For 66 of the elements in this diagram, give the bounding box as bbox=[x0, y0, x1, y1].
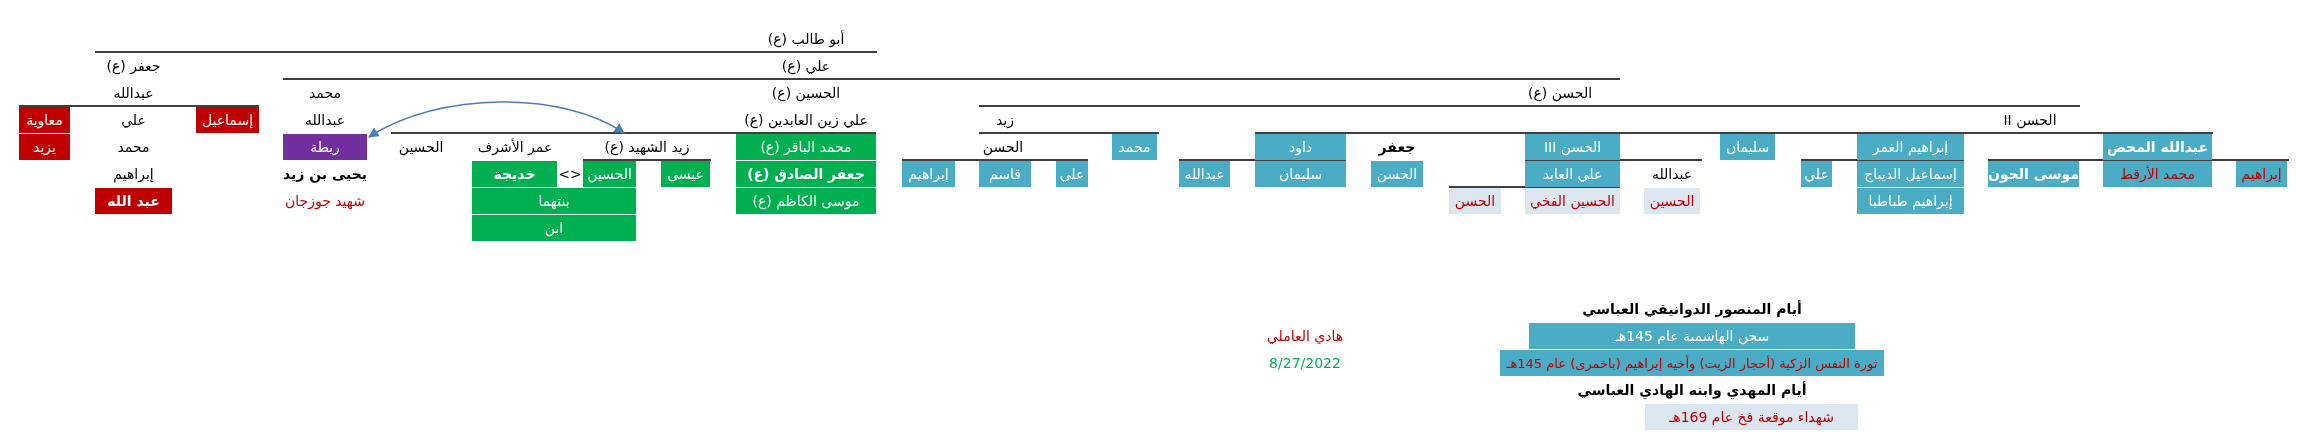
curved-arrow bbox=[368, 101, 625, 138]
name-cell: إبراهيم bbox=[2236, 161, 2287, 187]
date-text: 8/27/2022 bbox=[1268, 354, 1342, 373]
name-cell: موسى الجون bbox=[1988, 161, 2079, 187]
name-cell: علي العابد bbox=[1525, 161, 1620, 187]
name-text: جعفر (ع) bbox=[85, 53, 182, 79]
name-cell: إبراهيم طباطبا bbox=[1857, 188, 1964, 214]
name-cell: عبدالله bbox=[1179, 161, 1230, 187]
name-text: زيد الشهيد (ع) bbox=[583, 134, 711, 160]
name-cell: علي bbox=[1056, 161, 1088, 187]
name-text: يحيى بن زيد bbox=[270, 161, 380, 187]
name-text: عبدالله bbox=[283, 107, 367, 133]
name-cell: ريطة bbox=[283, 134, 367, 160]
name-cell: خديجة bbox=[472, 161, 557, 187]
name-text: إبراهيم bbox=[85, 161, 182, 187]
name-text: عمر الأشرف bbox=[465, 134, 565, 160]
name-cell: الحسن bbox=[1449, 188, 1501, 214]
name-text: جعفر bbox=[1366, 134, 1428, 160]
name-cell: ثورة النفس الزكية (أحجار الزيت) وأخيه إبراهيم (باخمرى) عام 145هـ bbox=[1500, 350, 1884, 376]
name-cell: جعفر الصادق (ع) bbox=[736, 161, 876, 187]
name-cell: عبدالله المحض bbox=[2103, 134, 2212, 160]
name-cell: إسماعيل bbox=[196, 107, 259, 133]
name-text: الحسين (ع) bbox=[716, 80, 896, 106]
name-cell: إبراهيم bbox=[902, 161, 955, 187]
name-cell: الحسن III bbox=[1525, 134, 1620, 160]
name-cell: موسى الكاظم (ع) bbox=[736, 188, 876, 214]
name-cell: الحسن bbox=[1371, 161, 1423, 187]
note-text: هادي العاملي bbox=[1265, 327, 1345, 346]
name-cell: إسماعيل الديباج bbox=[1857, 161, 1964, 187]
name-text: الحسن (ع) bbox=[1490, 80, 1630, 106]
name-text: محمد bbox=[283, 80, 367, 106]
name-cell: معاوية bbox=[19, 107, 70, 133]
name-text: أبو طالب (ع) bbox=[716, 26, 896, 52]
name-cell: عبد الله bbox=[95, 188, 172, 214]
name-cell: بنتهما bbox=[472, 188, 636, 214]
name-cell: الحسين bbox=[1644, 188, 1700, 214]
name-cell: الحسين bbox=[583, 161, 636, 187]
name-text: الحسن bbox=[968, 134, 1038, 160]
section-heading: أيام المهدي وابنه الهادي العباسي bbox=[1576, 380, 1808, 401]
name-text: <> bbox=[557, 161, 583, 187]
name-cell: علي bbox=[1801, 161, 1832, 187]
name-cell: ابن bbox=[472, 215, 636, 241]
name-text: الحسن II bbox=[1985, 107, 2075, 133]
name-cell: الحسين الفخي bbox=[1525, 188, 1620, 214]
name-text: زيد bbox=[975, 107, 1035, 133]
name-cell: سليمان bbox=[1255, 161, 1346, 187]
name-text: علي (ع) bbox=[716, 53, 896, 79]
name-text: الحسين bbox=[385, 134, 457, 160]
name-cell: شهداء موقعة فخ عام 169هـ bbox=[1645, 404, 1858, 430]
name-cell: محمد الباقر (ع) bbox=[736, 134, 876, 160]
name-cell: قاسم bbox=[979, 161, 1031, 187]
name-cell: داود bbox=[1255, 134, 1346, 160]
name-cell: محمد bbox=[1112, 134, 1157, 160]
name-text: علي bbox=[85, 107, 182, 133]
name-text: محمد bbox=[85, 134, 182, 160]
name-cell: يزيد bbox=[19, 134, 70, 160]
name-cell: إبراهيم الغمر bbox=[1857, 134, 1964, 160]
name-cell: سجن الهاشمية عام 145هـ bbox=[1529, 323, 1855, 349]
section-heading: أيام المنصور الدوانيقي العباسي bbox=[1581, 299, 1803, 320]
name-text: عبدالله bbox=[1638, 161, 1706, 187]
name-cell: محمد الأرقط bbox=[2103, 161, 2212, 187]
name-text: عبدالله bbox=[85, 80, 182, 106]
name-text: علي زين العابدين (ع) bbox=[716, 107, 896, 133]
name-cell: سليمان bbox=[1720, 134, 1775, 160]
name-cell: عيسى bbox=[661, 161, 710, 187]
note-text: شهيد جوزجان bbox=[270, 188, 380, 214]
